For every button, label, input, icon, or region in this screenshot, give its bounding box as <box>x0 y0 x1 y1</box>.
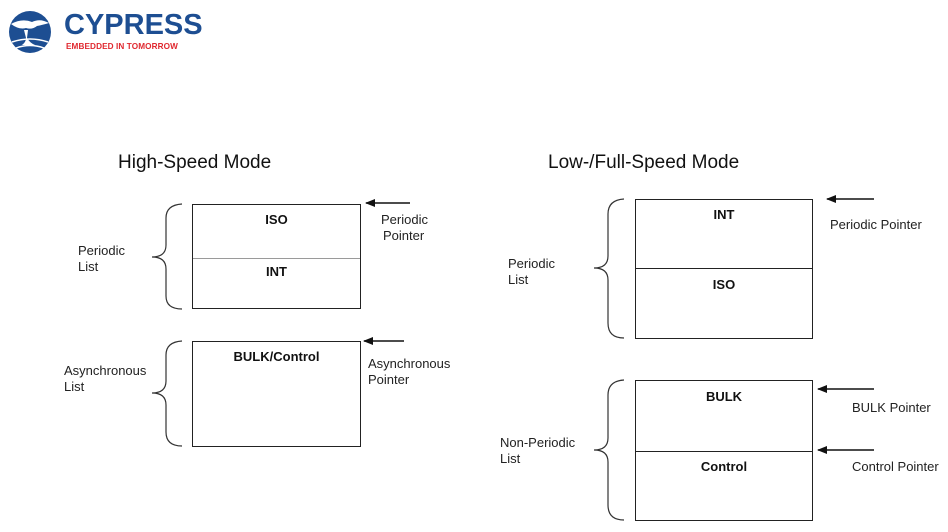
low-full-speed-title: Low-/Full-Speed Mode <box>548 152 740 173</box>
hs-cell-int: INT <box>266 264 287 279</box>
hs-periodic-pointer-line2: Pointer <box>383 228 425 243</box>
hs-async-brace <box>151 340 183 447</box>
lfs-cell-control: Control <box>700 459 748 474</box>
lfs-periodic-list-label-line2: List <box>508 272 529 287</box>
hs-async-list-label-line2: List <box>64 379 85 394</box>
lfs-control-pointer-label: Control Pointer <box>852 459 939 474</box>
hs-async-list-label-line1: Asynchronous <box>64 363 147 378</box>
hs-periodic-list-label-line2: List <box>78 259 99 274</box>
hs-periodic-list-label-line1: Periodic <box>78 243 125 258</box>
hs-async-pointer-label: Asynchronous Pointer <box>368 356 450 388</box>
lfs-periodic-divider <box>636 268 812 269</box>
hs-periodic-list-box: ISO INT <box>192 204 361 309</box>
lfs-non-periodic-list-label: Non-Periodic List <box>500 435 575 467</box>
hs-periodic-divider <box>193 258 360 259</box>
cypress-logo: CYPRESS EMBEDDED IN TOMORROW <box>2 8 203 56</box>
lfs-periodic-pointer-label: Periodic Pointer <box>830 217 922 232</box>
logo-tagline: EMBEDDED IN TOMORROW <box>66 42 178 51</box>
hs-cell-iso: ISO <box>265 212 288 227</box>
lfs-periodic-brace <box>593 198 625 339</box>
lfs-cell-bulk: BULK <box>705 389 743 404</box>
lfs-bulk-pointer-label: BULK Pointer <box>852 400 931 415</box>
hs-async-pointer-line1: Asynchronous <box>368 356 451 371</box>
lfs-periodic-list-label: Periodic List <box>508 256 555 288</box>
lfs-non-periodic-list-label-line2: List <box>500 451 521 466</box>
hs-async-list-label: Asynchronous List <box>64 363 146 395</box>
lfs-cell-iso: ISO <box>712 277 736 292</box>
hs-async-list-box: BULK/Control <box>192 341 361 447</box>
high-speed-title: High-Speed Mode <box>118 152 272 173</box>
hs-periodic-list-label: Periodic List <box>78 243 125 275</box>
lfs-non-periodic-list-box: BULK Control <box>635 380 813 521</box>
hs-periodic-pointer-label: Periodic Pointer <box>381 212 428 244</box>
hs-cell-bulk-control: BULK/Control <box>233 349 320 364</box>
hs-periodic-pointer-line1: Periodic <box>381 212 428 227</box>
lfs-cell-int: INT <box>713 207 735 222</box>
lfs-non-periodic-list-label-line1: Non-Periodic <box>500 435 576 450</box>
hs-periodic-brace <box>151 203 183 310</box>
logo-wordmark: CYPRESS <box>64 9 203 41</box>
lfs-periodic-list-box: INT ISO <box>635 199 813 339</box>
lfs-periodic-list-label-line1: Periodic <box>508 256 555 271</box>
lfs-non-periodic-brace <box>593 379 625 521</box>
cypress-tree-globe-icon <box>9 11 51 53</box>
hs-async-pointer-line2: Pointer <box>368 372 410 387</box>
lfs-non-periodic-divider <box>636 451 812 452</box>
